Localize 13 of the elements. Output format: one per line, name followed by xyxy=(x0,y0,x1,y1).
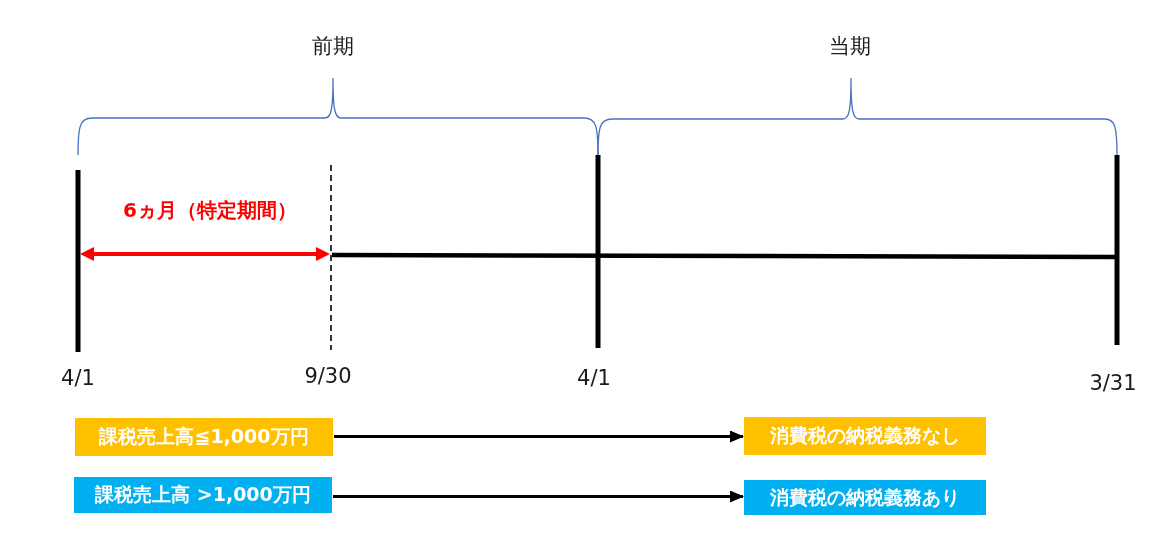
result-box: 消費税の納税義務なし xyxy=(744,417,986,455)
condition-box: 課税売上高≦1,000万円 xyxy=(75,418,333,456)
arrow xyxy=(333,490,744,503)
dimension-label: 6ヵ月（特定期間） xyxy=(123,199,297,222)
date-label: 3/31 xyxy=(1089,371,1137,396)
date-label: 4/1 xyxy=(577,366,611,391)
arrow xyxy=(334,430,744,443)
period-label: 前期 xyxy=(312,34,354,59)
date-label: 4/1 xyxy=(61,366,95,391)
condition-box: 課税売上高 >1,000万円 xyxy=(74,477,332,513)
date-label: 9/30 xyxy=(304,364,352,389)
result-box: 消費税の納税義務あり xyxy=(744,480,986,515)
period-label: 当期 xyxy=(829,34,871,59)
